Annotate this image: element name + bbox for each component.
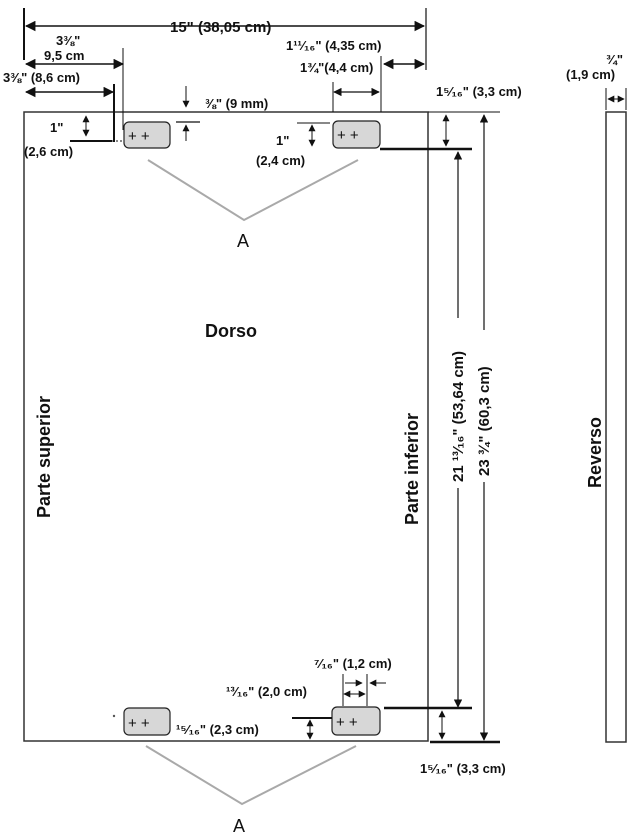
label-a-bottom: A bbox=[233, 816, 245, 836]
dim-4-35-label: 1¹¹⁄₁₆" (4,35 cm) bbox=[286, 38, 381, 53]
label-parte-superior: Parte superior bbox=[34, 396, 54, 518]
reverse-panel bbox=[605, 111, 627, 743]
label-dorso: Dorso bbox=[205, 321, 257, 341]
plate-bottom-left: + + bbox=[123, 707, 171, 736]
dim-3-3-bottom-label: 1⁵⁄₁₆" (3,3 cm) bbox=[420, 761, 506, 776]
dim-2-3-label: ¹⁵⁄₁₆" (2,3 cm) bbox=[176, 722, 259, 737]
dim-1in-right-label: 1" bbox=[276, 133, 289, 148]
dim-3-3-8-label: 3⅜" bbox=[56, 33, 80, 48]
dim-9mm-label: ⅜" (9 mm) bbox=[205, 96, 268, 111]
label-reverso: Reverso bbox=[585, 417, 605, 488]
dim-8-6-label: 3⅜" (8,6 cm) bbox=[3, 70, 80, 85]
width-total-label: 15" (38,05 cm) bbox=[170, 19, 271, 36]
dim-4-4-label: 1¾"(4,4 cm) bbox=[300, 60, 373, 75]
dim-2-6-label: (2,6 cm) bbox=[24, 144, 73, 159]
dim-1-2-label: ⁷⁄₁₆" (1,2 cm) bbox=[314, 656, 392, 671]
plate-bottom-right: + + bbox=[331, 706, 381, 736]
plate-top-left: + + bbox=[123, 121, 171, 149]
height-total-label: 23 ¾" (60,3 cm) bbox=[476, 366, 493, 476]
dim-3-3-top-label: 1⁵⁄₁₆" (3,3 cm) bbox=[436, 84, 522, 99]
label-parte-inferior: Parte inferior bbox=[402, 413, 422, 525]
dim-9-5-label: 9,5 cm bbox=[44, 48, 84, 63]
svg-text:+ +: + + bbox=[128, 128, 150, 145]
svg-text:+ +: + + bbox=[128, 715, 150, 732]
dim-1-9-label: (1,9 cm) bbox=[566, 67, 615, 82]
callout-a-top bbox=[147, 159, 359, 222]
svg-text:+ +: + + bbox=[337, 127, 359, 144]
back-panel bbox=[23, 111, 429, 742]
svg-text:+ +: + + bbox=[336, 714, 358, 731]
dim-3-4-label: ¾" bbox=[606, 52, 623, 67]
dim-1in-left-label: 1" bbox=[50, 120, 63, 135]
label-a-top: A bbox=[237, 231, 249, 251]
dim-2-0-label: ¹³⁄₁₆" (2,0 cm) bbox=[226, 684, 307, 699]
plate-top-right: + + bbox=[332, 120, 381, 149]
height-inner-label: 21 ¹³⁄₁₆" (53,64 cm) bbox=[450, 351, 467, 482]
dim-2-4-label: (2,4 cm) bbox=[256, 153, 305, 168]
callout-a-bottom bbox=[145, 745, 357, 806]
